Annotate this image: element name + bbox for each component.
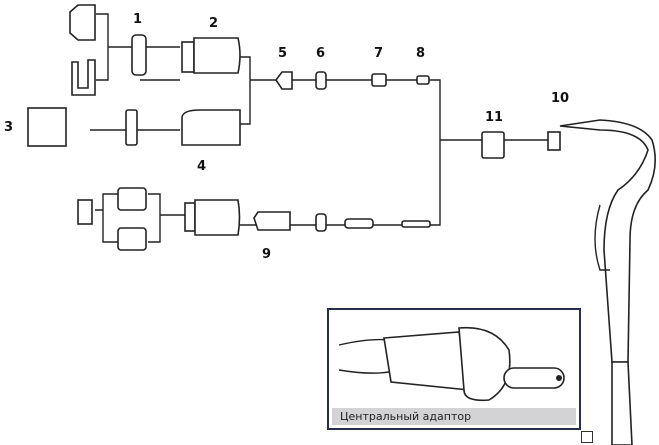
label-1: 1	[133, 12, 142, 27]
bottom-assembly	[77, 187, 431, 251]
label-2: 2	[209, 16, 218, 31]
part-11-and-torch	[481, 119, 656, 445]
label-4: 4	[197, 159, 206, 174]
label-10: 10	[551, 91, 569, 106]
label-11: 11	[485, 110, 503, 125]
central-adapter-inset: Центральный адаптор	[327, 308, 581, 430]
inset-caption: Центральный адаптор	[332, 408, 576, 425]
label-7: 7	[374, 46, 383, 61]
label-9: 9	[262, 247, 271, 262]
label-8: 8	[416, 46, 425, 61]
part-2-retaining-cap	[181, 37, 241, 74]
part-1-shields	[69, 4, 147, 96]
part-3-nozzle-guide	[27, 107, 138, 147]
resize-handle[interactable]	[581, 431, 593, 443]
central-adapter-drawing	[338, 326, 565, 402]
parts-5-8	[275, 71, 430, 90]
label-5: 5	[278, 46, 287, 61]
part-4-retaining-cap	[181, 109, 241, 146]
label-6: 6	[316, 46, 325, 61]
label-3: 3	[4, 120, 13, 135]
